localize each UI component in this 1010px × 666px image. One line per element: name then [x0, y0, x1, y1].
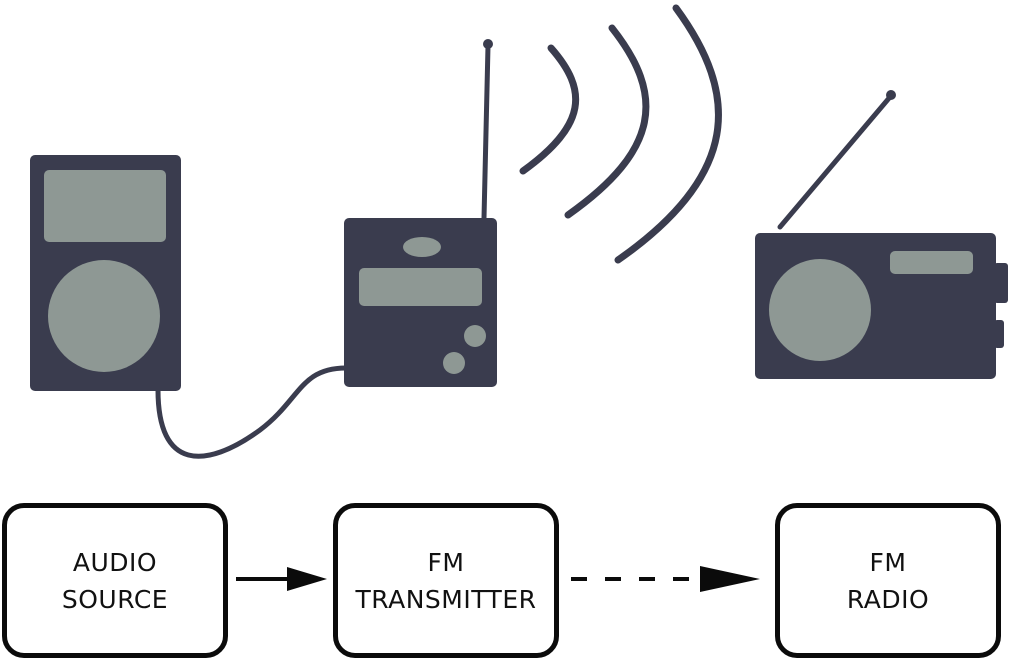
audio-cable — [155, 365, 349, 459]
radio-receiver-icon — [755, 90, 1008, 379]
radio-waves-icon — [519, 4, 722, 264]
audio-source-label-line2: SOURCE — [61, 584, 169, 614]
fm-radio-label-line2: RADIO — [846, 584, 930, 614]
fm-transmitter-label-line1: FM — [427, 547, 465, 577]
music-player-icon — [30, 155, 181, 391]
fm-transmitter-box: FM TRANSMITTER — [333, 503, 559, 658]
fm-radio-label-line1: FM — [869, 547, 907, 577]
fm-transmitter-icon — [344, 39, 497, 387]
audio-source-label-line1: AUDIO — [72, 547, 158, 577]
fm-transmitter-label-line2: TRANSMITTER — [355, 584, 537, 614]
fm-radio-box: FM RADIO — [775, 503, 1001, 658]
audio-source-box: AUDIO SOURCE — [2, 503, 228, 658]
dashed-arrow — [571, 566, 760, 592]
solid-arrow — [236, 567, 327, 591]
